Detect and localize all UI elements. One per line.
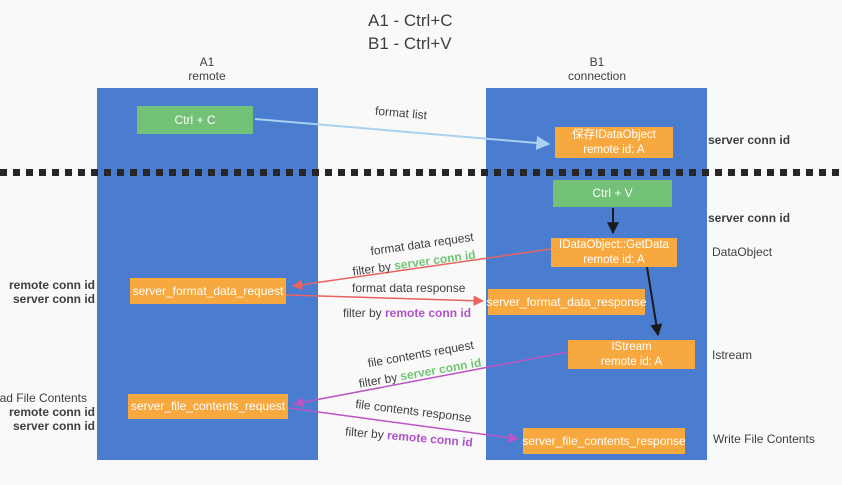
server-conn-id-left-2: server conn id (12, 419, 95, 433)
server-format-data-request-label: server_format_data_request (132, 283, 284, 298)
remote-conn-id-text: remote conn id (386, 428, 474, 450)
istream-text: IStream remote id: A (601, 340, 662, 369)
remote-conn-id-left-2: remote conn id (8, 405, 95, 419)
istream-side-label: Istream (712, 348, 753, 362)
read-file-contents-label: Read File Contents (0, 391, 87, 405)
title-line-1: A1 - Ctrl+C (368, 11, 453, 30)
page-title: A1 - Ctrl+C B1 - Ctrl+V (368, 10, 453, 56)
server-format-data-response-label: server_format_data_response (486, 294, 647, 309)
filter-by-text: filter by (344, 424, 388, 443)
istream-line2: remote id: A (600, 355, 663, 368)
filter-by-remote-conn-id-label-2: filter by remote conn id (345, 424, 474, 449)
server-format-data-request-box: server_format_data_request (130, 278, 286, 304)
save-idataobject-line1: 保存IDataObject (572, 129, 656, 142)
getdata-line1: IDataObject::GetData (559, 239, 669, 252)
lane-b1-subtitle: connection (567, 69, 627, 84)
save-idataobject-text: 保存IDataObject remote id: A (572, 128, 656, 157)
server-format-data-response-box: server_format_data_response (486, 289, 647, 315)
server-conn-id-right-top: server conn id (708, 133, 791, 147)
filter-by-remote-conn-id-label-1: filter by remote conn id (343, 306, 471, 320)
server-file-contents-response-box: server_file_contents_response (522, 428, 686, 454)
lane-a1-title: A1 (199, 55, 215, 69)
remote-conn-id-text: remote conn id (385, 306, 472, 320)
ctrl-c-label: Ctrl + C (174, 112, 216, 127)
format-list-label: format list (374, 103, 428, 123)
lane-b1-title: B1 (589, 55, 605, 69)
server-file-contents-request-label: server_file_contents_request (130, 399, 286, 413)
file-contents-response-label: file contents response (354, 396, 473, 426)
remote-conn-id-left-1: remote conn id (8, 278, 95, 292)
getdata-box: IDataObject::GetData remote id: A (551, 238, 677, 267)
ctrl-c-box: Ctrl + C (137, 106, 253, 134)
ctrl-v-label: Ctrl + V (592, 186, 633, 200)
server-file-contents-request-box: server_file_contents_request (128, 394, 288, 419)
title-line-2: B1 - Ctrl+V (368, 33, 452, 53)
save-idataobject-box: 保存IDataObject remote id: A (555, 127, 673, 158)
istream-box: IStream remote id: A (568, 340, 695, 369)
istream-line1: IStream (611, 341, 652, 354)
format-data-response-label: format data response (352, 281, 466, 295)
dotted-divider (0, 169, 842, 176)
filter-by-text: filter by (351, 258, 396, 279)
getdata-text: IDataObject::GetData remote id: A (559, 238, 669, 267)
lane-header-b1: B1 connection (537, 55, 657, 84)
dataobject-label: DataObject (712, 245, 773, 259)
filter-by-text: filter by (357, 369, 402, 391)
ctrl-v-box: Ctrl + V (553, 180, 672, 207)
lane-header-a1: A1 remote (147, 55, 267, 84)
lane-a1-subtitle: remote (188, 69, 226, 84)
server-conn-id-right-mid: server conn id (708, 211, 791, 225)
server-file-contents-response-label: server_file_contents_response (522, 433, 686, 448)
save-idataobject-line2: remote id: A (583, 143, 645, 156)
getdata-line2: remote id: A (583, 253, 645, 266)
write-file-contents-label: Write File Contents (713, 432, 815, 446)
server-conn-id-left-1: server conn id (12, 292, 95, 306)
filter-by-text: filter by (343, 306, 386, 320)
